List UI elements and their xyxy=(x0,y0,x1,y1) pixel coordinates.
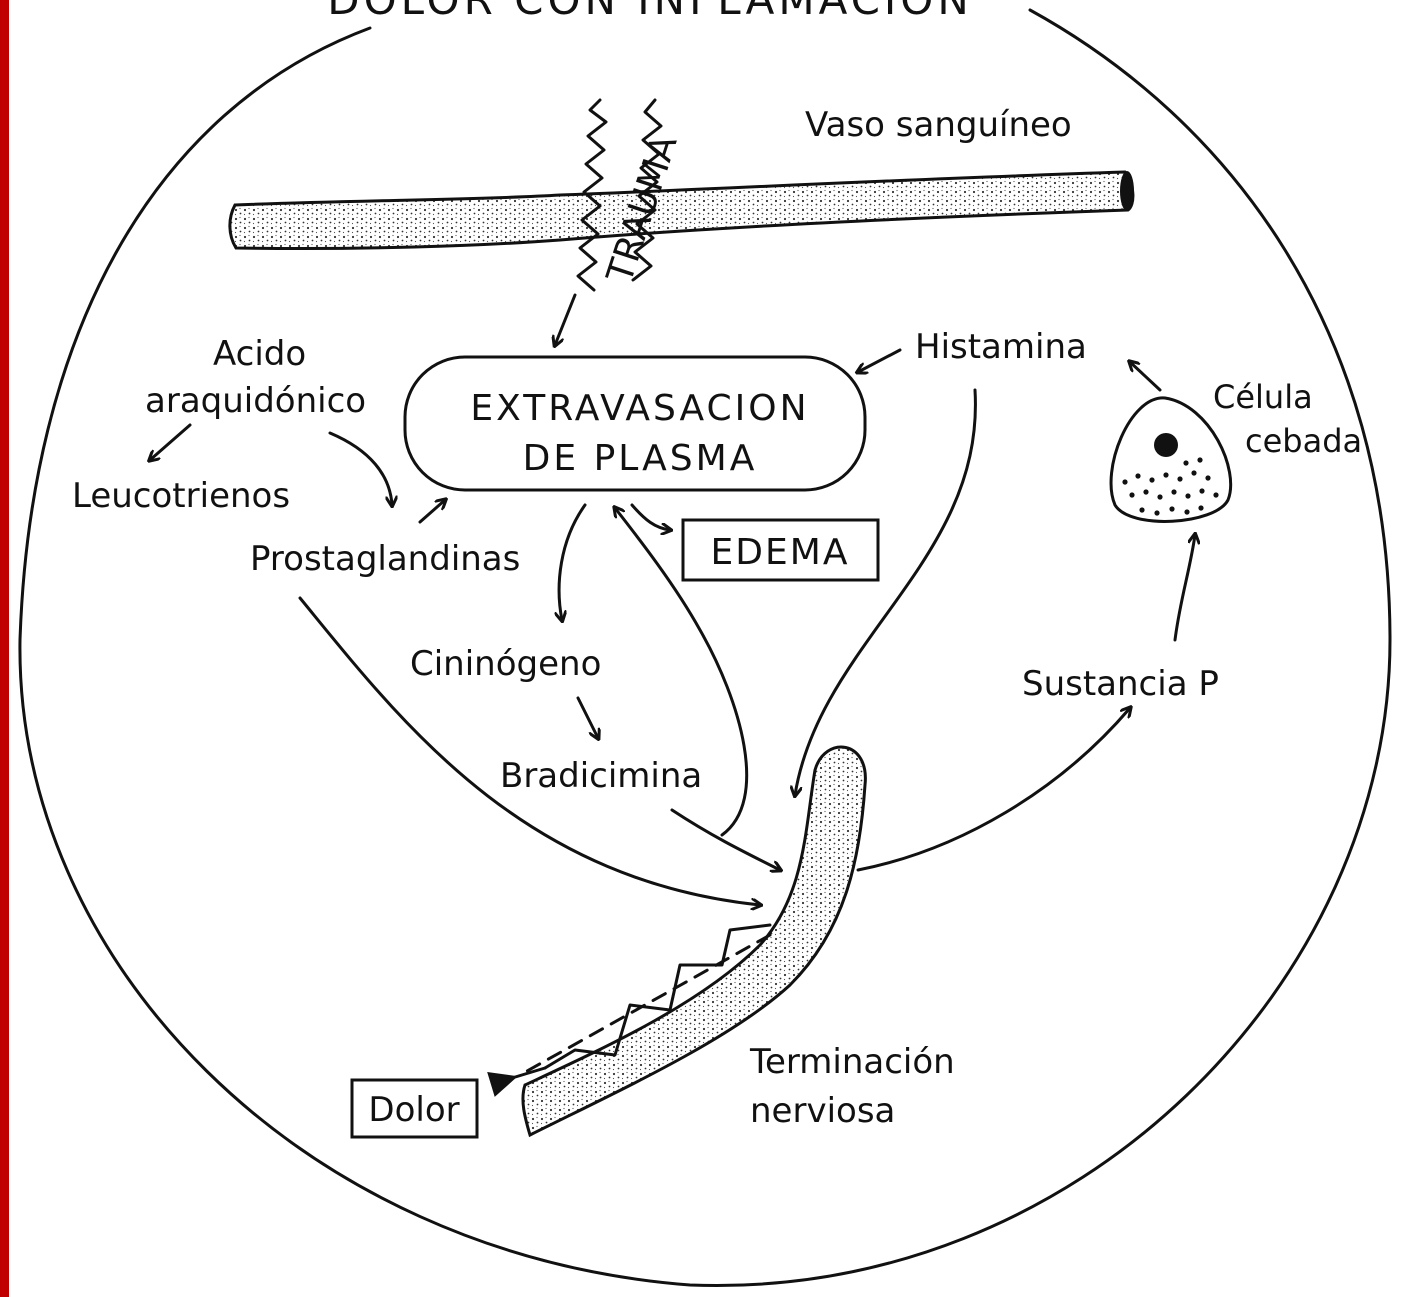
diagram-title: DOLOR CON INFLAMACION xyxy=(327,0,973,24)
prostaglandinas-label: Prostaglandinas xyxy=(250,539,520,579)
dolor-label: Dolor xyxy=(368,1090,459,1130)
cininogeno-label: Cininógeno xyxy=(410,644,601,684)
arrow-acido-prostaglandinas xyxy=(330,433,392,505)
arrow-bradicimina-terminacion xyxy=(672,810,780,870)
vaso-label: Vaso sanguíneo xyxy=(805,105,1072,145)
arrow-cininogeno-bradicimina xyxy=(578,698,598,738)
blood-vessel-end xyxy=(1120,171,1134,211)
acido-label-line1: Acido xyxy=(213,334,306,374)
arrow-terminacion-sustancia-p xyxy=(858,708,1130,870)
sustancia-p-label: Sustancia P xyxy=(1022,664,1219,704)
blood-vessel xyxy=(230,172,1133,249)
bradicimina-label: Bradicimina xyxy=(500,756,702,796)
extravasacion-label-line2: DE PLASMA xyxy=(523,438,758,479)
celula-granules xyxy=(1122,457,1218,515)
histamina-label: Histamina xyxy=(915,327,1087,367)
celula-nucleus xyxy=(1154,433,1178,457)
leucotrienos-label: Leucotrienos xyxy=(72,476,290,516)
edema-label: EDEMA xyxy=(711,532,850,573)
arrow-extravasacion-edema xyxy=(632,505,670,530)
celula-cebada-cell xyxy=(1111,398,1231,522)
terminacion-label-line1: Terminación xyxy=(749,1042,955,1082)
arrow-prostaglandinas-extravasacion xyxy=(420,500,445,522)
arrow-sustancia-p-celula xyxy=(1175,535,1195,640)
extravasacion-label-line1: EXTRAVASACION xyxy=(470,388,809,429)
arrow-acido-leucotrienos xyxy=(150,425,190,460)
acido-label-line2: araquidónico xyxy=(145,381,366,421)
arrow-trauma-extravasacion xyxy=(555,295,575,345)
celula-label-line2: cebada xyxy=(1245,422,1362,460)
arrow-extravasacion-cininogeno xyxy=(559,505,585,620)
celula-label-line1: Célula xyxy=(1213,378,1313,416)
terminacion-label-line2: nerviosa xyxy=(750,1091,895,1131)
arrow-histamina-extravasacion xyxy=(858,350,900,372)
arrow-celula-histamina xyxy=(1130,362,1160,390)
